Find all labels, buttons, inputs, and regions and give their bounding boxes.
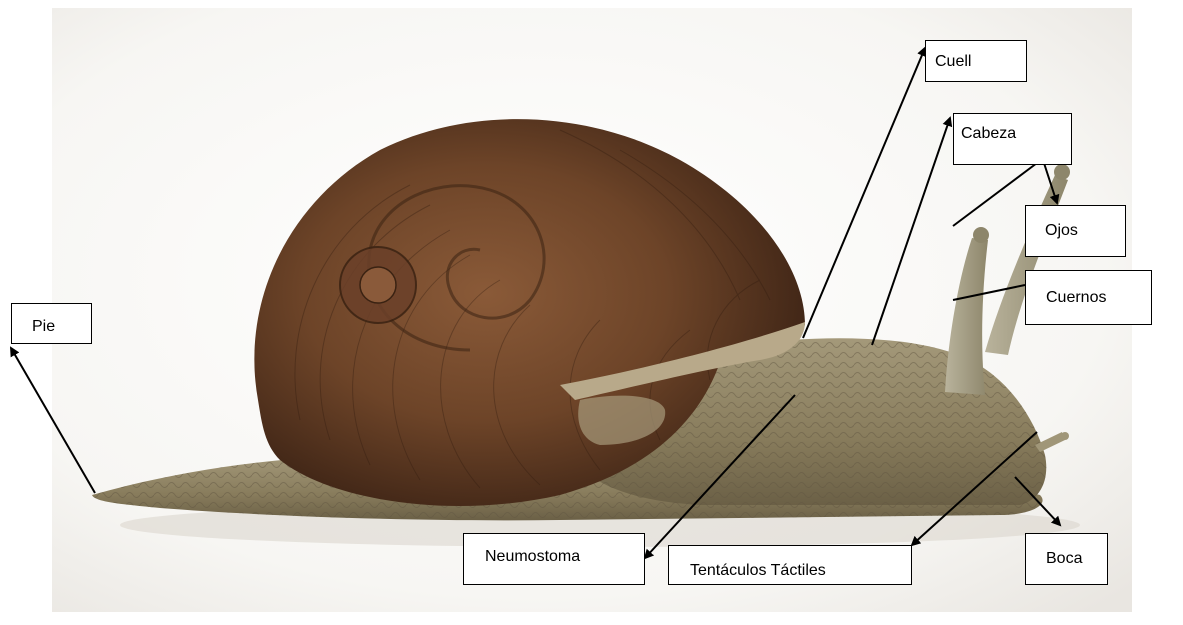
- label-tentaculos-tactiles: Tentáculos Táctiles: [668, 545, 912, 585]
- label-cuell: Cuell: [925, 40, 1027, 82]
- label-pie-text: Pie: [32, 319, 55, 335]
- label-boca: Boca: [1025, 533, 1108, 585]
- label-cuell-text: Cuell: [935, 54, 971, 70]
- label-cabeza-text: Cabeza: [961, 126, 1016, 142]
- label-boca-text: Boca: [1046, 551, 1082, 567]
- label-cabeza: Cabeza: [953, 113, 1072, 165]
- label-neumostoma-text: Neumostoma: [485, 549, 580, 565]
- label-neumostoma: Neumostoma: [463, 533, 645, 585]
- right-eye: [1054, 164, 1070, 180]
- label-ojos: Ojos: [1025, 205, 1126, 257]
- left-eye: [973, 227, 989, 243]
- label-tentaculos-text: Tentáculos Táctiles: [690, 563, 826, 579]
- label-cuernos: Cuernos: [1025, 270, 1152, 325]
- label-pie: Pie: [11, 303, 92, 344]
- label-cuernos-text: Cuernos: [1046, 290, 1106, 306]
- label-ojos-text: Ojos: [1045, 223, 1078, 239]
